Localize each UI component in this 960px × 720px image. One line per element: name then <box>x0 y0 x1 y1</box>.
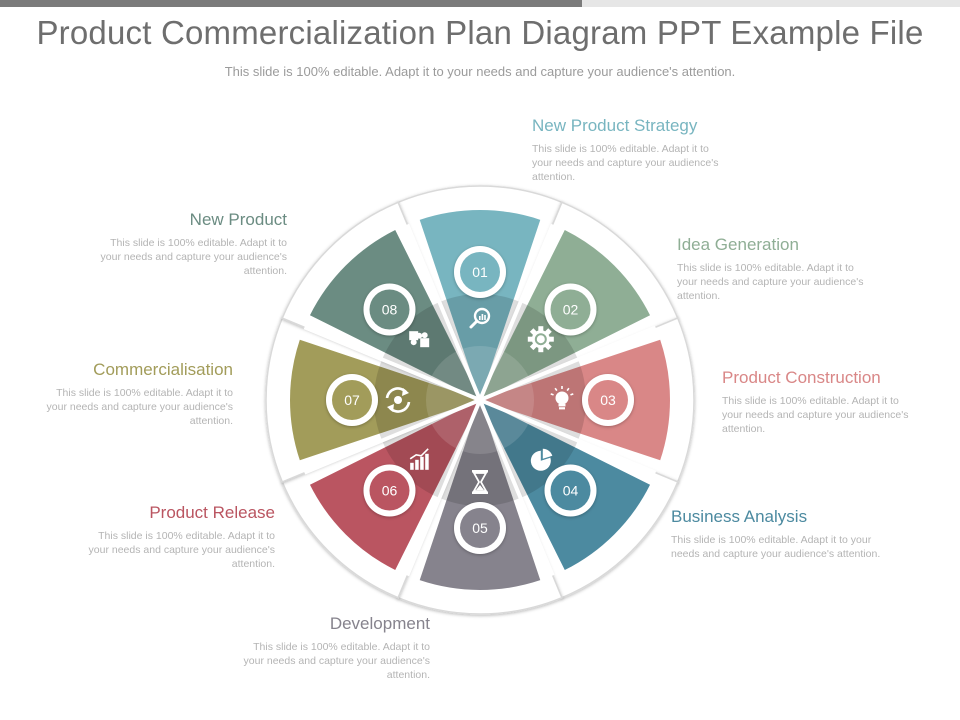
step-badge-02: 02 <box>544 283 597 336</box>
badge-fill <box>588 380 628 420</box>
step-03-title: Product Construction <box>722 368 881 387</box>
step-02-description: This slide is 100% editable. Adapt it to… <box>677 262 864 302</box>
top-accent-bar <box>0 0 960 7</box>
badge-fill <box>550 470 591 511</box>
step-01-description: This slide is 100% editable. Adapt it to… <box>532 143 719 183</box>
separator-line <box>405 223 482 401</box>
separator-line <box>478 223 555 401</box>
page-title: Product Commercialization Plan Diagram P… <box>36 14 924 51</box>
separator-line <box>478 399 555 577</box>
segment-03 <box>480 339 670 461</box>
step-06-text: Product Release This slide is 100% edita… <box>60 503 275 571</box>
step-07-title: Commercialisation <box>93 360 233 379</box>
segment-07 <box>290 339 480 461</box>
step-badge-03: 03 <box>582 374 634 426</box>
badge-number: 04 <box>563 483 579 499</box>
segment-01 <box>419 210 541 400</box>
step-03-description: This slide is 100% editable. Adapt it to… <box>722 395 909 435</box>
badge-number: 01 <box>472 264 488 280</box>
top-accent-bar-dark <box>0 0 582 7</box>
step-badge-04: 04 <box>544 464 597 517</box>
badge-number: 06 <box>382 483 398 499</box>
lightbulb-icon <box>550 386 574 410</box>
separator-line <box>303 325 481 402</box>
badge-fill <box>332 380 372 420</box>
refresh-gear-icon <box>385 387 411 413</box>
badge-number: 02 <box>563 301 579 317</box>
step-badge-01: 01 <box>454 246 506 298</box>
step-08-title: New Product <box>189 210 287 229</box>
step-07-description: This slide is 100% editable. Adapt it to… <box>46 387 233 427</box>
bar-chart-icon <box>409 448 429 470</box>
step-06-description: This slide is 100% editable. Adapt it to… <box>88 530 275 570</box>
page-subtitle: This slide is 100% editable. Adapt it to… <box>224 64 736 79</box>
step-04-title: Business Analysis <box>671 507 808 526</box>
badge-fill <box>369 289 410 330</box>
step-06-title: Product Release <box>149 503 275 522</box>
step-02-text: Idea Generation This slide is 100% edita… <box>677 235 892 303</box>
step-01-title: New Product Strategy <box>532 116 698 135</box>
segment-05 <box>419 400 541 590</box>
badge-fill <box>369 470 410 511</box>
badge-number: 07 <box>344 392 360 408</box>
step-badge-05: 05 <box>454 502 506 554</box>
step-badge-06: 06 <box>363 464 416 517</box>
pie-chart-icon <box>530 448 553 471</box>
badge-fill <box>550 289 591 330</box>
step-03-text: Product Construction This slide is 100% … <box>722 368 937 436</box>
step-05-text: Development This slide is 100% editable.… <box>215 614 430 682</box>
separator-line <box>303 398 481 475</box>
step-02-title: Idea Generation <box>677 235 799 254</box>
step-badge-08: 08 <box>363 283 416 336</box>
step-05-title: Development <box>329 614 430 633</box>
step-08-description: This slide is 100% editable. Adapt it to… <box>100 237 287 277</box>
separator-line <box>405 399 482 577</box>
separator-line <box>479 325 657 402</box>
badge-fill <box>460 252 500 292</box>
puzzle-icon <box>409 331 430 348</box>
badge-fill <box>460 508 500 548</box>
step-01-text: New Product Strategy This slide is 100% … <box>532 116 747 184</box>
separator-line <box>479 398 657 475</box>
step-04-text: Business Analysis This slide is 100% edi… <box>671 507 886 561</box>
step-05-description: This slide is 100% editable. Adapt it to… <box>243 641 430 681</box>
badge-number: 03 <box>600 392 616 408</box>
step-08-text: New Product This slide is 100% editable.… <box>72 210 287 278</box>
magnifier-chart-icon <box>469 307 491 329</box>
step-badge-07: 07 <box>326 374 378 426</box>
badge-number: 08 <box>382 301 398 317</box>
step-07-text: Commercialisation This slide is 100% edi… <box>18 360 233 428</box>
gear-icon <box>527 326 554 353</box>
badge-number: 05 <box>472 520 488 536</box>
hourglass-icon <box>472 470 488 494</box>
step-04-description: This slide is 100% editable. Adapt it to… <box>671 534 881 560</box>
